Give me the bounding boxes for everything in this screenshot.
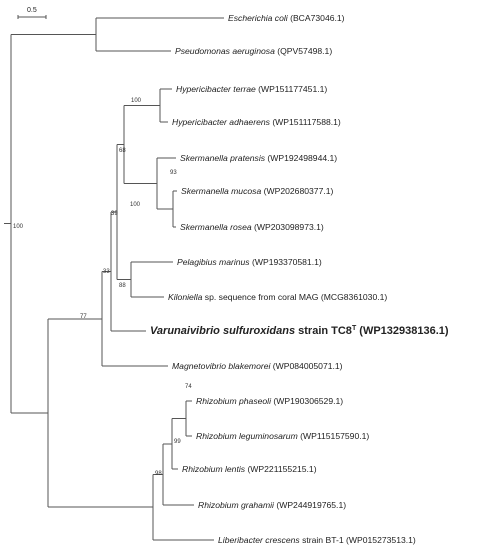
- accession-number: (WP015273513.1): [344, 535, 416, 545]
- bootstrap-r99: 99: [174, 439, 181, 445]
- leaf-label-srosea: Skermanella rosea (WP203098973.1): [180, 222, 324, 232]
- accession-number: (WP244919765.1): [274, 500, 346, 510]
- leaf-label-mblak: Magnetovibrio blakemorei (WP084005071.1): [172, 361, 343, 371]
- strain-text: strain BT-1: [300, 535, 344, 545]
- leaf-label-rgrah: Rhizobium grahamii (WP244919765.1): [198, 500, 346, 510]
- accession-number: (BCA73046.1): [288, 13, 345, 23]
- scale-bar-label: 0.5: [27, 7, 37, 14]
- bootstrap-sk: 100: [130, 202, 141, 208]
- species-name: Liberibacter crescens: [218, 535, 300, 545]
- species-name: Hypericibacter adhaerens: [172, 117, 271, 127]
- leaf-label-sprat: Skermanella pratensis (WP192498944.1): [180, 153, 337, 163]
- leaf-label-rlent: Rhizobium lentis (WP221155215.1): [182, 464, 317, 474]
- species-name: Skermanella rosea: [180, 222, 252, 232]
- species-name: Varunaivibrio sulfuroxidans: [150, 325, 295, 337]
- species-name: Pelagibius marinus: [177, 257, 250, 267]
- accession-number: (WP084005071.1): [270, 361, 342, 371]
- accession-number: (WP115157590.1): [298, 431, 370, 441]
- leaf-label-paer: Pseudomonas aeruginosa (QPV57498.1): [175, 46, 332, 56]
- species-name: Kiloniella: [168, 292, 203, 302]
- bootstrap-rhizo: 98: [155, 471, 162, 477]
- accession-number: (WP221155215.1): [245, 464, 317, 474]
- leaf-label-hterrae: Hypericibacter terrae (WP151177451.1): [176, 84, 327, 94]
- species-name: Rhizobium grahamii: [198, 500, 275, 510]
- accession-number: (QPV57498.1): [275, 46, 332, 56]
- bootstrap-hyper: 100: [131, 98, 142, 104]
- accession-number: (WP132938136.1): [356, 325, 449, 337]
- bootstrap-pk: 88: [119, 283, 126, 289]
- accession-number: (WP192498944.1): [265, 153, 337, 163]
- species-name: Rhizobium lentis: [182, 464, 246, 474]
- strain-text: strain TC8: [295, 325, 352, 337]
- tree-branches: [4, 17, 224, 541]
- bootstrap-r74: 74: [185, 384, 192, 390]
- bootstrap-n33: 33: [103, 269, 110, 275]
- leaf-label-rleg: Rhizobium leguminosarum (WP115157590.1): [196, 431, 369, 441]
- leaf-label-hadh: Hypericibacter adhaerens (WP151117588.1): [172, 117, 341, 127]
- species-name: Rhizobium phaseoli: [196, 396, 272, 406]
- leaf-label-lcres: Liberibacter crescens strain BT-1 (WP015…: [218, 535, 416, 545]
- species-name: Pseudomonas aeruginosa: [175, 46, 275, 56]
- leaf-label-smuc: Skermanella mucosa (WP202680377.1): [181, 186, 334, 196]
- accession-number: (MCG8361030.1): [318, 292, 387, 302]
- leaf-labels: Escherichia coli (BCA73046.1) Pseudomonas…: [150, 13, 449, 545]
- species-name: Hypericibacter terrae: [176, 84, 256, 94]
- leaf-label-varun: Varunaivibrio sulfuroxidans strain TC8T …: [150, 325, 449, 337]
- strain-text: sp. sequence from coral MAG: [202, 292, 318, 302]
- accession-number: (WP202680377.1): [261, 186, 333, 196]
- bootstrap-n39: 39: [111, 211, 118, 217]
- leaf-label-pmar: Pelagibius marinus (WP193370581.1): [177, 257, 322, 267]
- species-name: Escherichia coli: [228, 13, 289, 23]
- type-strain-superscript: T: [352, 325, 357, 332]
- scale-bar: 0.5: [17, 7, 47, 19]
- accession-number: (WP190306529.1): [271, 396, 343, 406]
- leaf-label-ecoli: Escherichia coli (BCA73046.1): [228, 13, 345, 23]
- bootstrap-n68: 68: [119, 148, 126, 154]
- accession-number: (WP203098973.1): [252, 222, 324, 232]
- accession-number: (WP151117588.1): [270, 117, 341, 127]
- bootstrap-sk2: 93: [170, 170, 177, 176]
- accession-number: (WP151177451.1): [256, 84, 328, 94]
- species-name: Skermanella pratensis: [180, 153, 266, 163]
- bootstrap-root: 100: [13, 224, 24, 230]
- bootstrap-labels: 100 77 33 39 68 100 100 93 88 98 99 74: [13, 98, 192, 477]
- bootstrap-alpha: 77: [80, 314, 87, 320]
- accession-number: (WP193370581.1): [250, 257, 322, 267]
- species-name: Skermanella mucosa: [181, 186, 261, 196]
- leaf-label-kilo: Kiloniella sp. sequence from coral MAG (…: [168, 292, 387, 302]
- leaf-label-rphas: Rhizobium phaseoli (WP190306529.1): [196, 396, 343, 406]
- species-name: Rhizobium leguminosarum: [196, 431, 298, 441]
- species-name: Magnetovibrio blakemorei: [172, 361, 271, 371]
